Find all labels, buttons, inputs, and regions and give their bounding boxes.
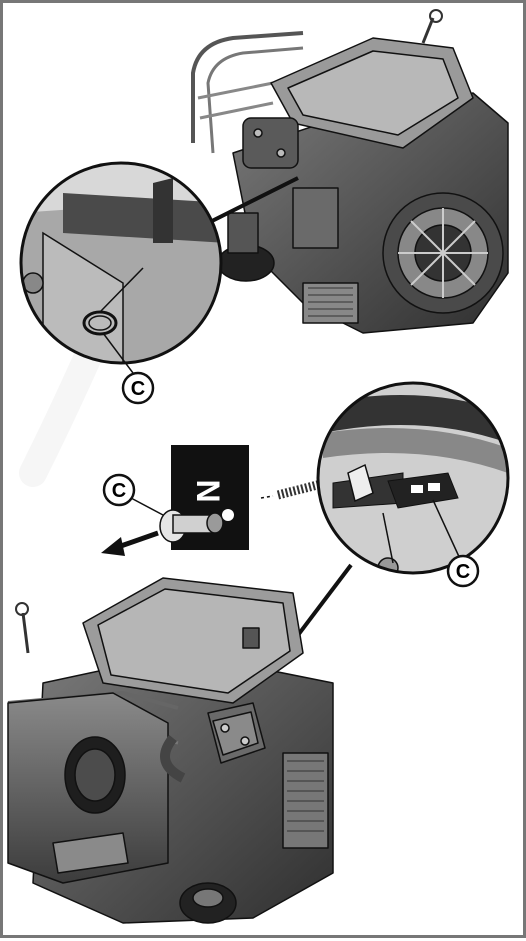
callout-leader-top bbox=[102, 332, 134, 374]
fuel-cap-part bbox=[159, 509, 224, 543]
callout-leader-left bbox=[130, 497, 164, 516]
callout-label-right: C bbox=[456, 561, 470, 583]
svg-text:N: N bbox=[190, 479, 226, 502]
callout-label-top: C bbox=[131, 378, 145, 400]
remove-direction-arrow bbox=[101, 530, 159, 556]
callout-leader-right bbox=[432, 499, 462, 562]
callout-badge-right: C bbox=[446, 554, 480, 588]
spring-hose bbox=[260, 476, 335, 500]
bottom-engine bbox=[7, 577, 334, 924]
top-engine bbox=[191, 9, 509, 334]
top-leader-line bbox=[197, 176, 299, 230]
callout-label-left: C bbox=[112, 480, 126, 502]
callout-badge-left: C bbox=[102, 473, 136, 507]
right-detail-magnifier bbox=[316, 381, 510, 575]
callout-badge-top: C bbox=[121, 371, 155, 405]
top-detail-magnifier bbox=[19, 161, 223, 365]
engine-illustration: C N C bbox=[7, 9, 510, 924]
